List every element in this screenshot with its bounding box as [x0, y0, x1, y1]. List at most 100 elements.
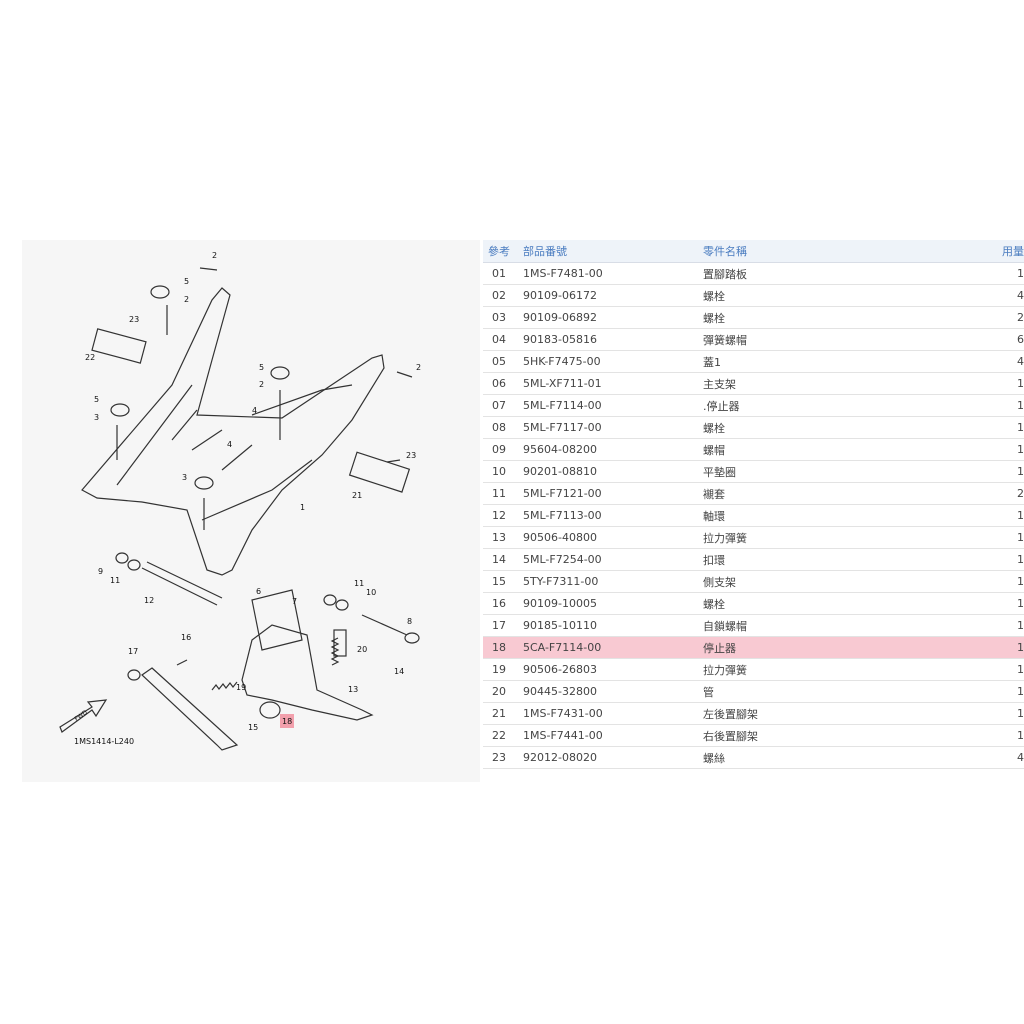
callout: 12 — [144, 596, 154, 605]
row-name: 置腳踏板 — [703, 262, 953, 285]
row-part-no: 92012-08020 — [515, 746, 703, 769]
row-part-no: 90109-06172 — [515, 284, 703, 307]
row-part-no: 5ML-F7113-00 — [515, 504, 703, 527]
row-ref: 09 — [483, 438, 515, 461]
row-ref: 04 — [483, 328, 515, 351]
row-part-no: 90506-40800 — [515, 526, 703, 549]
diagram-code: 1MS1414-L240 — [74, 737, 135, 746]
row-ref: 17 — [483, 614, 515, 637]
row-qty: 4 — [953, 350, 1024, 373]
row-part-no: 90201-08810 — [515, 460, 703, 483]
row-name: 螺絲 — [703, 746, 953, 769]
row-ref: 19 — [483, 658, 515, 681]
row-qty: 2 — [953, 306, 1024, 329]
row-ref: 15 — [483, 570, 515, 593]
callout: 20 — [357, 645, 367, 654]
row-part-no: 90445-32800 — [515, 680, 703, 703]
row-name: 螺帽 — [703, 438, 953, 461]
callout: 8 — [407, 617, 412, 626]
row-qty: 6 — [953, 328, 1024, 351]
row-ref: 11 — [483, 482, 515, 505]
callout: 11 — [110, 576, 120, 585]
row-qty: 1 — [953, 614, 1024, 637]
callout: 1 — [300, 503, 305, 512]
callout-highlighted: 18 — [282, 717, 292, 726]
callout: 9 — [98, 567, 103, 576]
callout: 11 — [354, 579, 364, 588]
callout: 7 — [292, 597, 297, 606]
row-ref: 16 — [483, 592, 515, 615]
row-qty: 4 — [953, 284, 1024, 307]
row-qty: 1 — [953, 724, 1024, 747]
main-stand-outline — [241, 589, 374, 721]
row-part-no: 5ML-F7114-00 — [515, 394, 703, 417]
row-part-no: 1MS-F7441-00 — [515, 724, 703, 747]
callout: 2 — [184, 295, 189, 304]
callout: 2 — [212, 251, 217, 260]
header-name: 零件名稱 — [703, 240, 953, 263]
callout: 17 — [128, 647, 138, 656]
row-ref: 03 — [483, 306, 515, 329]
row-name: 自鎖螺帽 — [703, 614, 953, 637]
row-part-no: 5ML-XF711-01 — [515, 372, 703, 395]
callout: 2 — [416, 363, 421, 372]
callout: 23 — [406, 451, 416, 460]
row-name: 蓋1 — [703, 350, 953, 373]
row-part-no: 90506-26803 — [515, 658, 703, 681]
diagram-drawing: 2 5 2 23 22 5 2 2 5 3 4 4 3 23 21 1 9 11… — [59, 251, 421, 751]
row-part-no: 5HK-F7475-00 — [515, 350, 703, 373]
callout: 10 — [366, 588, 376, 597]
row-name: 螺栓 — [703, 306, 953, 329]
row-ref: 10 — [483, 460, 515, 483]
callout: 6 — [256, 587, 261, 596]
row-qty: 1 — [953, 372, 1024, 395]
row-qty: 1 — [953, 460, 1024, 483]
row-part-no: 1MS-F7481-00 — [515, 262, 703, 285]
row-qty: 1 — [953, 438, 1024, 461]
row-part-no: 5CA-F7114-00 — [515, 636, 703, 659]
callout: 4 — [252, 406, 257, 415]
row-qty: 1 — [953, 504, 1024, 527]
row-qty: 1 — [953, 680, 1024, 703]
row-name: 拉力彈簧 — [703, 658, 953, 681]
row-name: 彈簧螺帽 — [703, 328, 953, 351]
callout: 23 — [129, 315, 139, 324]
row-qty: 1 — [953, 592, 1024, 615]
row-qty: 1 — [953, 526, 1024, 549]
row-qty: 1 — [953, 262, 1024, 285]
callout: 15 — [248, 723, 258, 732]
callout: 22 — [85, 353, 95, 362]
header-ref: 參考 — [483, 240, 515, 263]
row-ref: 14 — [483, 548, 515, 571]
row-qty: 1 — [953, 416, 1024, 439]
callout: 3 — [182, 473, 187, 482]
callout: 13 — [348, 685, 358, 694]
row-name: 螺栓 — [703, 416, 953, 439]
row-part-no: 1MS-F7431-00 — [515, 702, 703, 725]
row-qty: 1 — [953, 636, 1024, 659]
row-name: 襯套 — [703, 482, 953, 505]
